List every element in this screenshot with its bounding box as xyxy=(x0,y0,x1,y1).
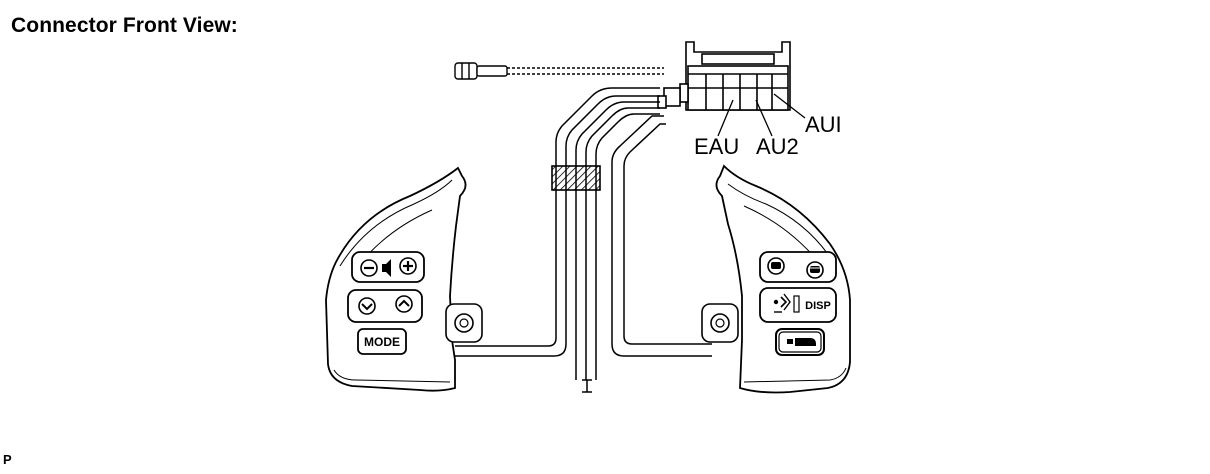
sub-harness xyxy=(454,62,664,80)
page-title: Connector Front View: xyxy=(11,14,238,37)
chevron-up-icon xyxy=(395,295,413,313)
pin-leaders xyxy=(717,93,806,137)
right-steering-pad-switch: DISP xyxy=(701,164,851,394)
pin-label-aui: AUI xyxy=(805,112,842,137)
left-steering-pad-switch: MODE xyxy=(325,166,483,392)
talk-switch-icon xyxy=(787,338,816,346)
mode-button-label: MODE xyxy=(364,335,400,349)
chevron-down-icon xyxy=(358,297,376,315)
disp-button-label: DISP xyxy=(805,300,831,312)
tel-on-icon xyxy=(767,257,785,275)
harness-clamp xyxy=(551,165,601,191)
volume-plus-icon xyxy=(399,257,417,275)
speaker-icon xyxy=(382,259,391,277)
tel-off-icon xyxy=(806,261,824,279)
voice-icon xyxy=(773,293,791,313)
wire-harness xyxy=(455,87,712,393)
pin-label-eau: EAU xyxy=(694,134,739,159)
pin-label-au2: AU2 xyxy=(756,134,799,159)
volume-minus-icon xyxy=(360,259,378,277)
figure-code: P xyxy=(3,452,12,467)
connector-housing xyxy=(657,41,791,111)
